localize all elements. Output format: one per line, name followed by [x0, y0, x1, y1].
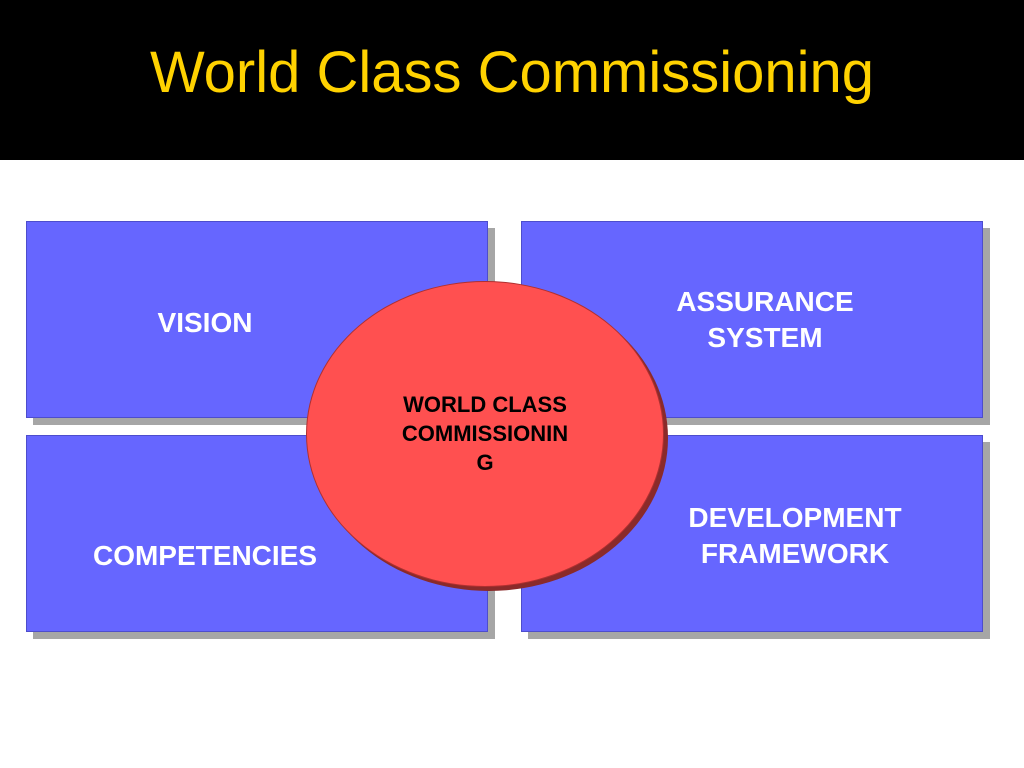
development-framework-label: DEVELOPMENT FRAMEWORK [688, 502, 902, 569]
center-circle-label: WORLD CLASS COMMISSIONIN G [401, 392, 569, 475]
center-circle [306, 281, 664, 587]
title-bar [0, 0, 1024, 160]
page-title: World Class Commissioning [149, 40, 875, 105]
assurance-system-label: ASSURANCE SYSTEM [676, 286, 854, 353]
competencies-label: COMPETENCIES [92, 540, 318, 571]
vision-label: VISION [157, 307, 253, 338]
